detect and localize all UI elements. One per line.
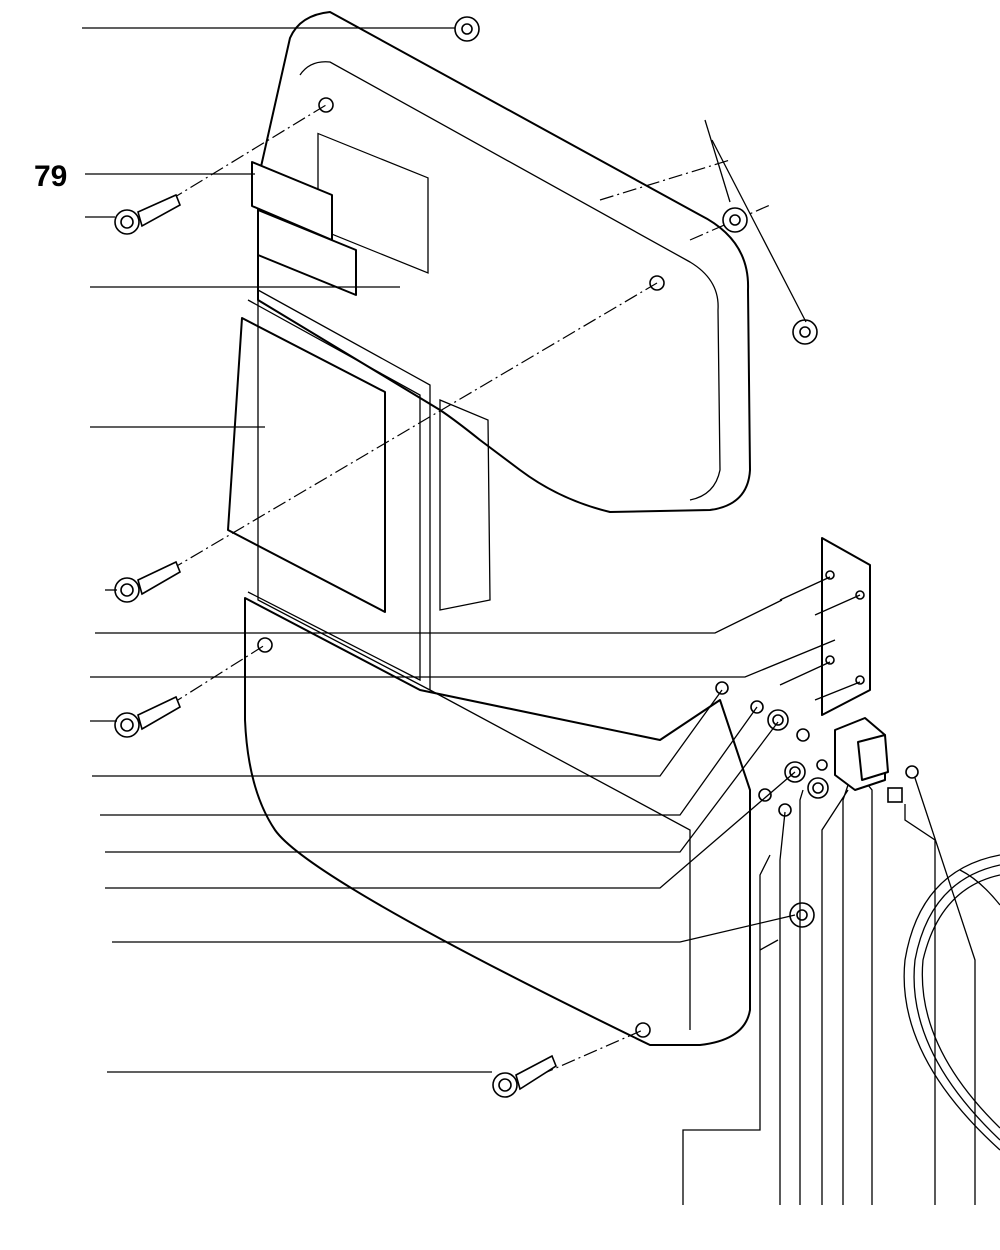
lower-wheel-cover	[244, 597, 751, 1046]
leader-lines-bottom	[682, 119, 976, 1205]
screw-upper	[114, 193, 182, 235]
label-plates	[227, 161, 386, 613]
washers	[454, 16, 818, 928]
saw-blade	[903, 854, 1000, 1151]
screw-bottom	[492, 1054, 557, 1098]
upper-wheel-cover	[257, 11, 751, 513]
guide-assembly	[715, 681, 919, 817]
screw-middle	[114, 560, 181, 603]
bracket-plate	[779, 537, 871, 716]
screw-lower	[114, 695, 181, 738]
callout-label-79: 79	[34, 160, 67, 193]
leader-lines-left	[82, 27, 836, 1073]
